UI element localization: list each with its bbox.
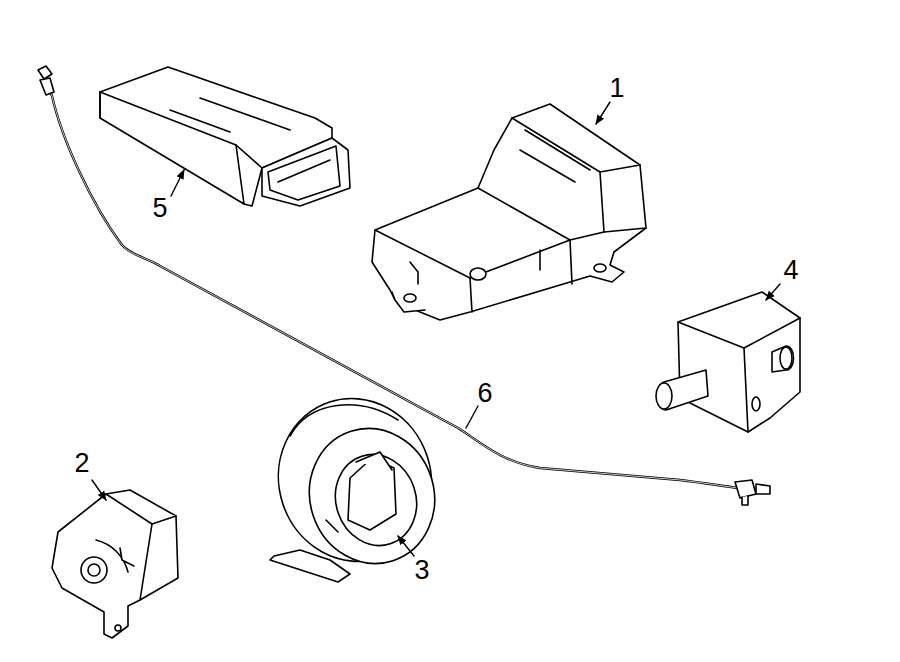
crash-sensor xyxy=(52,490,178,638)
callout-number: 5 xyxy=(152,195,167,222)
control-module xyxy=(100,67,350,206)
callout-number: 1 xyxy=(609,75,624,102)
callout-number: 6 xyxy=(477,380,492,407)
control-unit xyxy=(372,104,646,320)
callout-number: 4 xyxy=(783,257,798,284)
callout-number: 2 xyxy=(74,450,89,477)
impact-sensor xyxy=(656,292,800,432)
callout-number: 3 xyxy=(414,557,429,584)
leader-lines xyxy=(92,102,780,556)
warning-sounder xyxy=(257,379,452,582)
